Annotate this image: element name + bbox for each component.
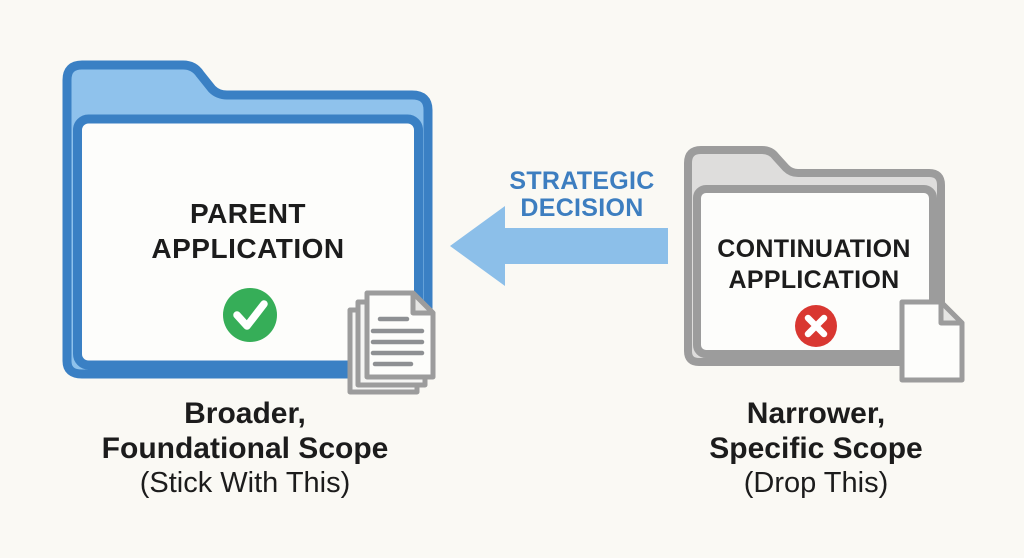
left-caption-line3: (Stick With This) <box>139 467 351 499</box>
parent-folder-caption: Broader, Foundational Scope (Stick With … <box>102 396 389 501</box>
document-icon <box>899 299 965 383</box>
right-caption-line2: Specific Scope <box>709 432 923 465</box>
left-caption-line2: Foundational Scope <box>101 432 389 465</box>
right-caption-line1: Narrower, <box>746 397 886 430</box>
left-caption-line1: Broader, <box>184 397 306 430</box>
continuation-folder-icon <box>684 146 945 366</box>
arrow-label-line2: DECISION <box>520 194 644 222</box>
parent-folder-front <box>73 114 423 370</box>
arrow-label-line1: STRATEGIC <box>509 167 655 195</box>
right-caption-line3: (Drop This) <box>743 467 889 499</box>
continuation-title-line1: CONTINUATION <box>717 235 911 263</box>
parent-folder-title: PARENT APPLICATION <box>151 196 344 266</box>
continuation-folder-front <box>693 185 937 358</box>
parent-title-line1: PARENT <box>189 198 307 229</box>
strategic-decision-label: STRATEGIC DECISION <box>509 168 654 222</box>
x-circle-icon <box>795 305 837 347</box>
parent-folder-icon <box>62 60 433 379</box>
parent-title-line2: APPLICATION <box>151 233 345 264</box>
check-circle-icon <box>223 288 277 342</box>
continuation-title-line2: APPLICATION <box>728 266 900 294</box>
document-stack-icon <box>347 290 436 395</box>
continuation-folder-title: CONTINUATION APPLICATION <box>717 234 910 296</box>
continuation-folder-caption: Narrower, Specific Scope (Drop This) <box>709 396 922 501</box>
left-arrow-icon <box>450 206 668 286</box>
